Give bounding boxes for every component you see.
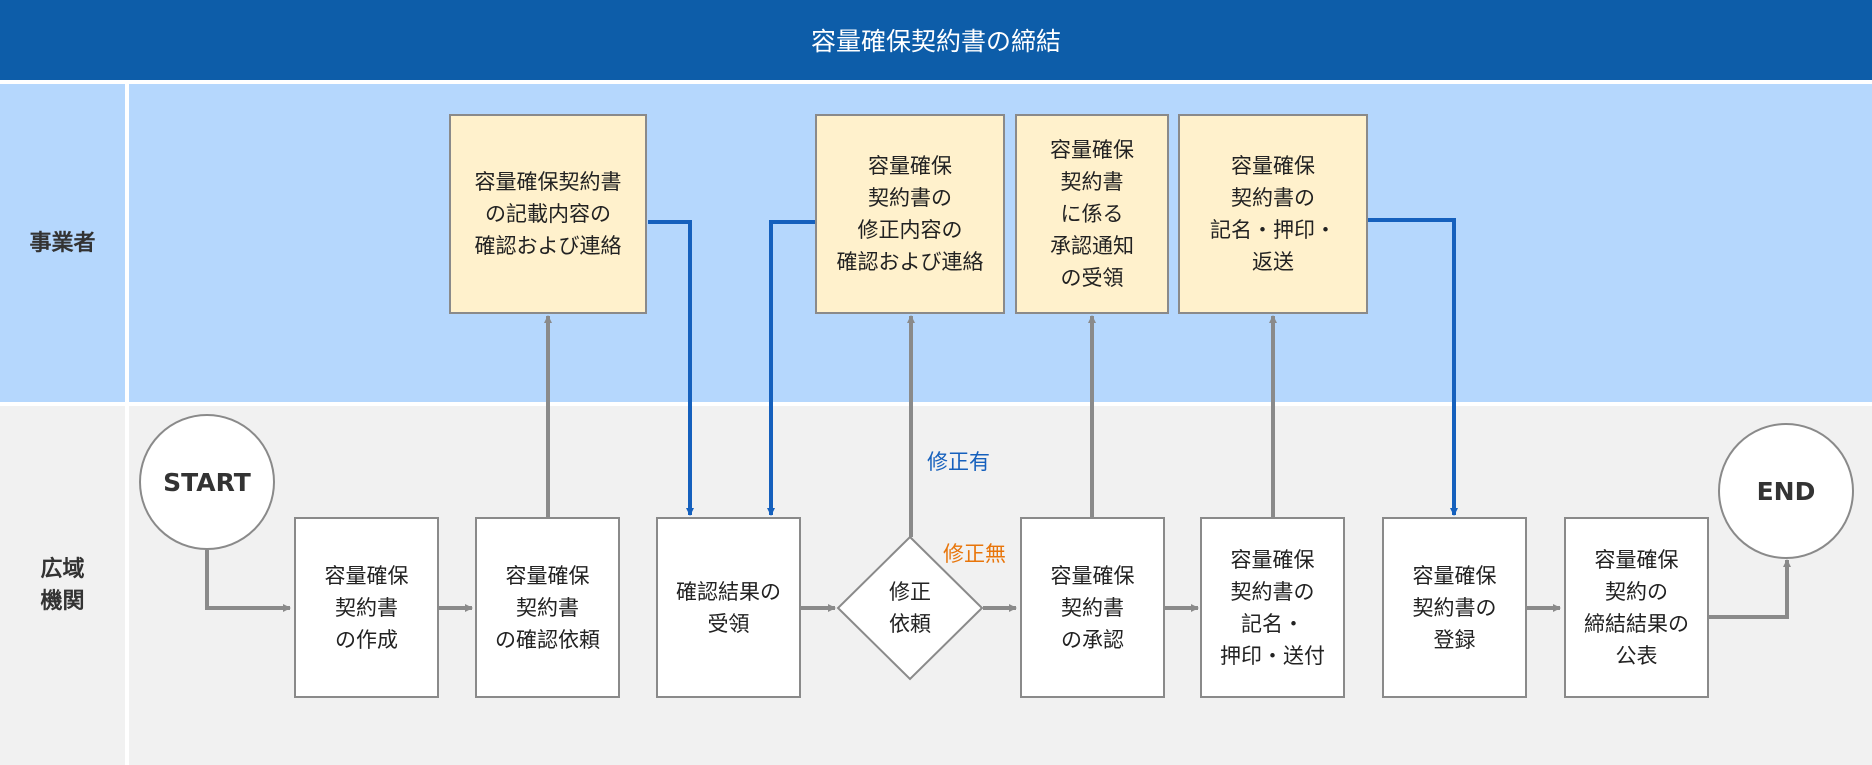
node-request-check: 容量確保 契約書 の確認依頼 [475, 517, 620, 698]
node-approve-contract: 容量確保 契約書 の承認 [1020, 517, 1165, 698]
node-biz-check-content: 容量確保契約書 の記載内容の 確認および連絡 [449, 114, 647, 314]
lane-label-business: 事業者 [29, 231, 96, 256]
node-receive-result: 確認結果の 受領 [656, 517, 801, 698]
arrow-publish-to-end [1709, 559, 1791, 619]
node-create-contract: 容量確保 契約書 の作成 [294, 517, 439, 698]
lane-label-occto-line1: 広域 [40, 557, 85, 582]
diagram-title: 容量確保契約書の締結 [0, 0, 1872, 80]
branch-label-yes: 修正有 [927, 450, 990, 474]
branch-label-no: 修正無 [943, 542, 1006, 566]
start-node: START [139, 414, 275, 550]
arrow-biz-fix-to-receive [767, 220, 816, 516]
end-node: END [1718, 423, 1854, 559]
arrow-biz-check-to-receive [648, 220, 694, 516]
lane-label-occto-line2: 機関 [40, 589, 85, 614]
node-publish-result: 容量確保 契約の 締結結果の 公表 [1564, 517, 1709, 698]
node-biz-sign-return: 容量確保 契約書の 記名・押印・ 返送 [1178, 114, 1368, 314]
arrow-biz-sign-to-register [1368, 218, 1458, 516]
arrow-start-to-create [205, 550, 291, 612]
lane-label-occto: 広域 機関 [0, 554, 125, 618]
decision-label: 修正 依頼 [889, 580, 931, 636]
decision-diamond [836, 535, 984, 681]
lane-divider [125, 84, 129, 765]
node-register-contract: 容量確保 契約書の 登録 [1382, 517, 1527, 698]
node-biz-receive-approval: 容量確保 契約書 に係る 承認通知 の受領 [1015, 114, 1169, 314]
node-biz-check-fix: 容量確保 契約書の 修正内容の 確認および連絡 [815, 114, 1005, 314]
node-sign-send: 容量確保 契約書の 記名・ 押印・送付 [1200, 517, 1345, 698]
